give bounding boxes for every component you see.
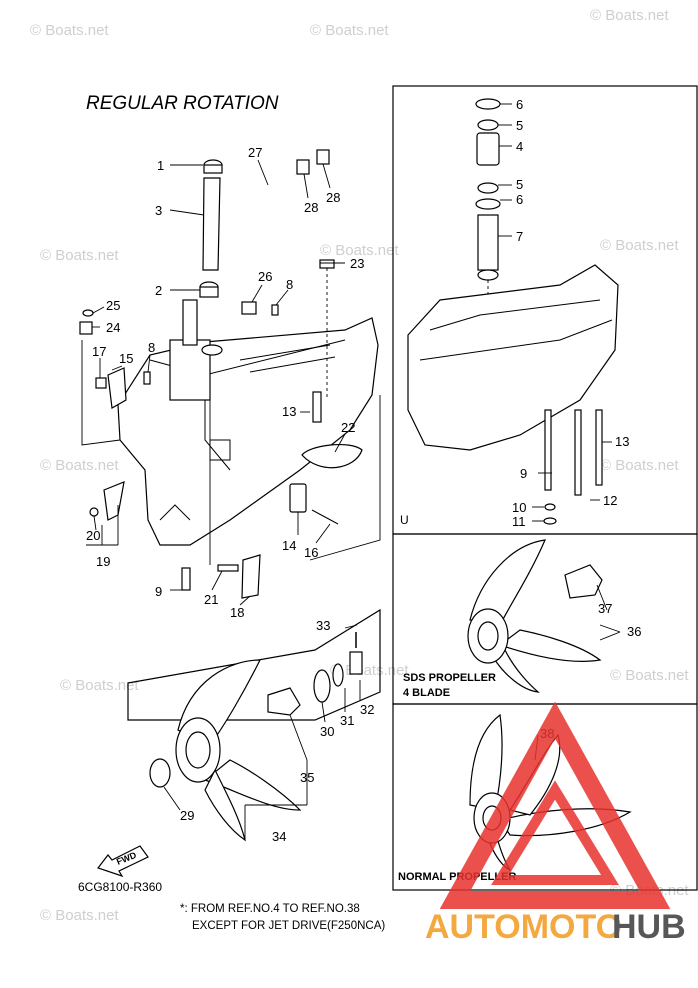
normal-propeller-label: NORMAL PROPELLER (398, 871, 516, 883)
watermark-text: © Boats.net (30, 22, 109, 39)
watermark-text: © Boats.net (40, 247, 119, 264)
logo-text-hub: HUB (612, 908, 686, 946)
part-number: 28 (326, 190, 340, 205)
part-number: 4 (516, 139, 523, 154)
part-number: 29 (180, 808, 194, 823)
watermark-text: © Boats.net (40, 457, 119, 474)
part-number: 28 (304, 200, 318, 215)
box-normal (392, 703, 698, 891)
part-number: 24 (106, 320, 120, 335)
part-number: 10 (512, 500, 526, 515)
part-number: 30 (320, 724, 334, 739)
part-number: 31 (340, 713, 354, 728)
part-number-labels: 1 3 2 27 28 28 26 8 23 25 24 17 15 8 13 … (86, 97, 641, 844)
part-number: 33 (316, 618, 330, 633)
sds-propeller (467, 539, 621, 693)
footnote-line-1: *: FROM REF.NO.4 TO REF.NO.38 (180, 903, 360, 915)
part-number: 11 (512, 514, 526, 529)
catalog-code: 6CG8100-R360 (78, 880, 162, 894)
part-number: 36 (627, 624, 641, 639)
leader-lines (86, 103, 612, 840)
part-number: 8 (286, 277, 293, 292)
box-u-label: U (400, 513, 409, 527)
watermark-text: © Boats.net (60, 677, 139, 694)
part-number: 13 (282, 404, 296, 419)
part-number: 13 (615, 434, 629, 449)
part-number: 22 (341, 420, 355, 435)
part-number: 9 (155, 584, 162, 599)
sds-label-1: SDS PROPELLER (403, 672, 496, 684)
part-number: 37 (598, 601, 612, 616)
watermark-layer: © Boats.net © Boats.net © Boats.net © Bo… (30, 7, 689, 924)
automotohub-logo: AUTOMOTO HUB (425, 701, 686, 946)
watermark-text: © Boats.net (590, 7, 669, 24)
watermark-text: © Boats.net (40, 907, 119, 924)
part-number: 8 (148, 340, 155, 355)
part-number: 3 (155, 203, 162, 218)
part-number: 1 (157, 158, 164, 173)
part-number: 35 (300, 770, 314, 785)
part-number: 23 (350, 256, 364, 271)
part-number: 5 (516, 177, 523, 192)
part-number: 20 (86, 528, 100, 543)
watermark-text: © Boats.net (610, 667, 689, 684)
footnote-line-2: EXCEPT FOR JET DRIVE(F250NCA) (192, 920, 385, 932)
part-number: 27 (248, 145, 262, 160)
part-number: 15 (119, 351, 133, 366)
lower-case-left (117, 299, 379, 546)
part-number: 34 (272, 829, 286, 844)
watermark-text: © Boats.net (310, 22, 389, 39)
logo-text-automoto: AUTOMOTO (425, 908, 622, 946)
sds-label-2: 4 BLADE (403, 687, 450, 699)
box-u-parts (407, 98, 619, 525)
part-number: 26 (258, 269, 272, 284)
part-number: 32 (360, 702, 374, 717)
diagram-title: REGULAR ROTATION (86, 93, 279, 114)
part-number: 17 (92, 344, 106, 359)
part-number: 9 (520, 466, 527, 481)
part-number: 6 (516, 97, 523, 112)
logo-inner-triangle-icon (491, 780, 619, 885)
watermark-text: © Boats.net (600, 457, 679, 474)
part-number: 2 (155, 283, 162, 298)
left-propeller (149, 632, 363, 842)
part-number: 19 (96, 554, 110, 569)
watermark-text: © Boats.net (320, 242, 399, 259)
part-number: 14 (282, 538, 296, 553)
logo-triangle-icon (439, 701, 671, 909)
part-number: 5 (516, 118, 523, 133)
left-propeller-frame (127, 608, 381, 721)
fwd-arrow-icon: FWD (97, 845, 149, 878)
watermark-text: © Boats.net (600, 237, 679, 254)
part-number: 16 (304, 545, 318, 560)
part-number: 18 (230, 605, 244, 620)
part-number: 12 (603, 493, 617, 508)
part-number: 25 (106, 298, 120, 313)
part-number: 7 (516, 229, 523, 244)
part-number: 6 (516, 192, 523, 207)
part-number: 21 (204, 592, 218, 607)
